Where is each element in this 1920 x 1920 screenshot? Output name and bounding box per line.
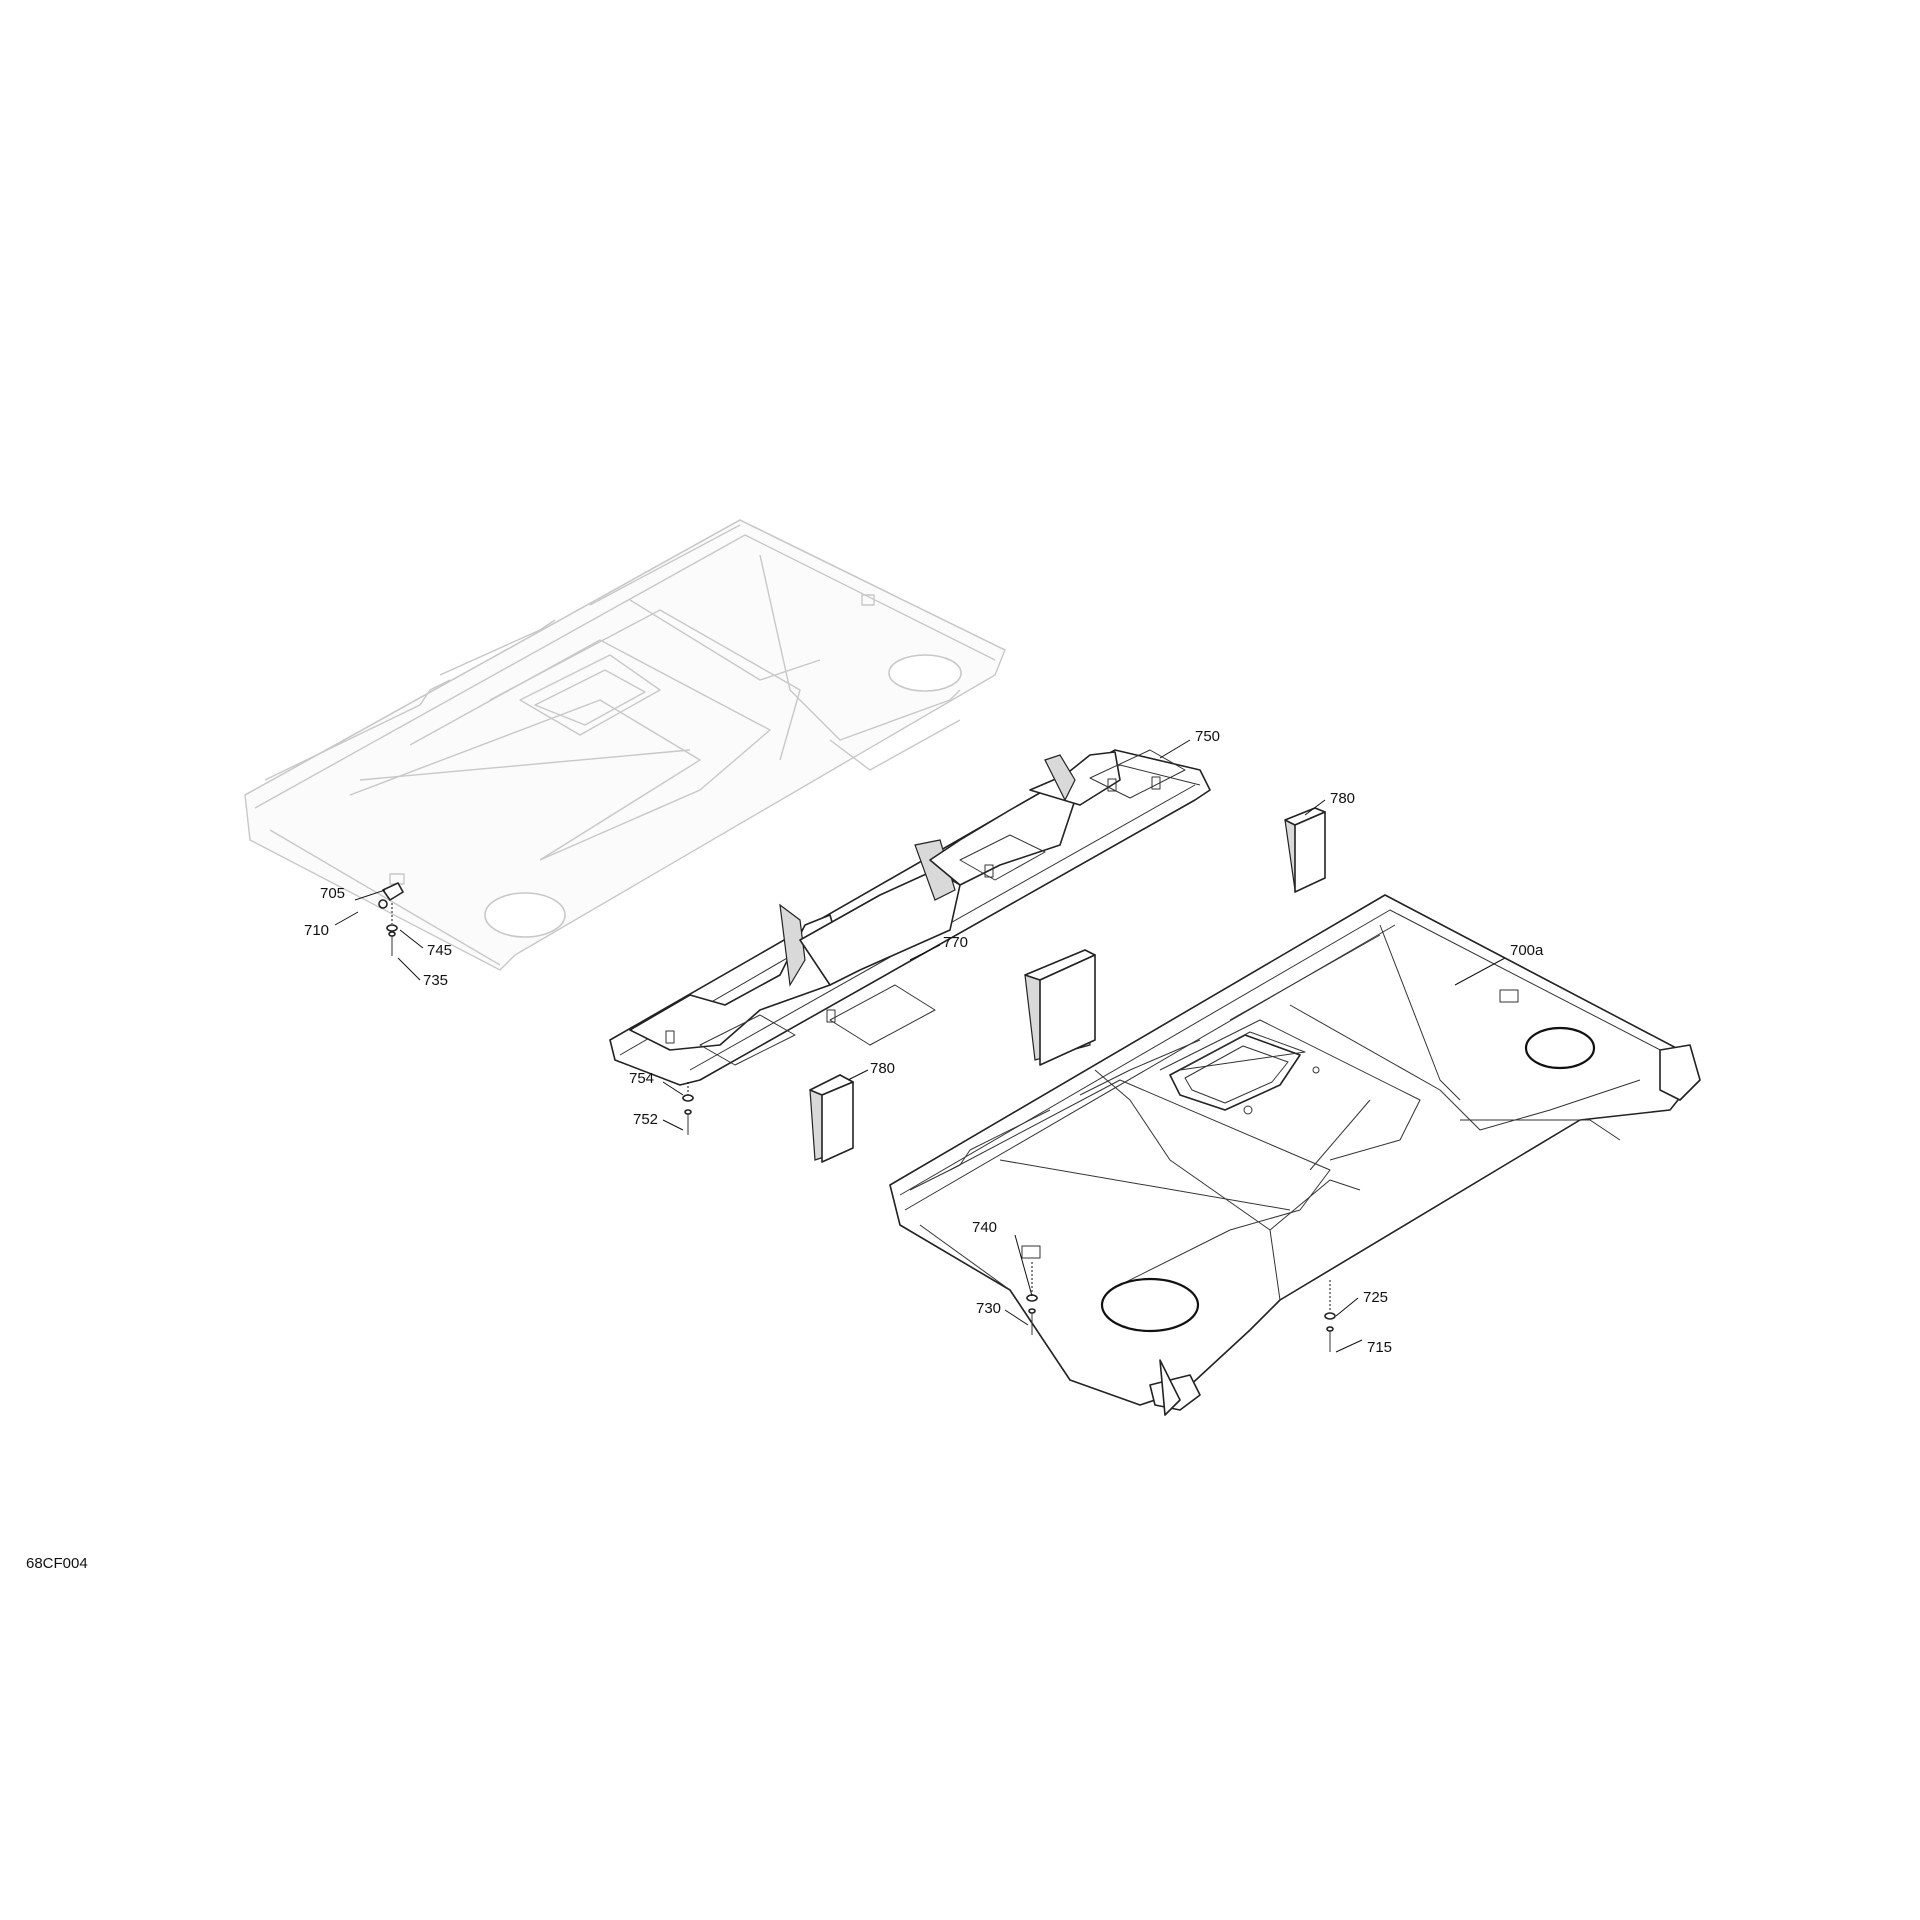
callout-700a: 700a	[1510, 942, 1544, 959]
ghost-floor-panel	[244, 519, 1006, 971]
callout-710: 710	[304, 922, 329, 939]
floor-panel	[889, 894, 1701, 1416]
callout-754: 754	[629, 1070, 654, 1087]
hardware-left	[378, 882, 404, 956]
figure-id: 68CF004	[26, 1555, 88, 1572]
callout-745: 745	[427, 942, 452, 959]
callout-770: 770	[943, 934, 968, 951]
hardware-floor-right	[1324, 1280, 1336, 1352]
callout-735: 735	[423, 972, 448, 989]
foam-block-780-top	[1284, 807, 1326, 893]
callout-780-top: 780	[1330, 790, 1355, 807]
hardware-floor-left	[1026, 1262, 1038, 1335]
callout-715: 715	[1367, 1339, 1392, 1356]
seat-base-panel	[609, 749, 1211, 1086]
hardware-middle	[682, 1082, 694, 1135]
foam-block-770	[1024, 949, 1096, 1066]
callout-750: 750	[1195, 728, 1220, 745]
callout-740: 740	[972, 1219, 997, 1236]
callout-labels: 700a 705 710 715 725 730 735 740 745 750…	[304, 728, 1544, 1356]
callout-730: 730	[976, 1300, 1001, 1317]
callout-705: 705	[320, 885, 345, 902]
foam-block-780-bottom	[809, 1074, 854, 1163]
callout-725: 725	[1363, 1289, 1388, 1306]
callout-780-bottom: 780	[870, 1060, 895, 1077]
callout-752: 752	[633, 1111, 658, 1128]
leader-lines	[334, 739, 1506, 1353]
